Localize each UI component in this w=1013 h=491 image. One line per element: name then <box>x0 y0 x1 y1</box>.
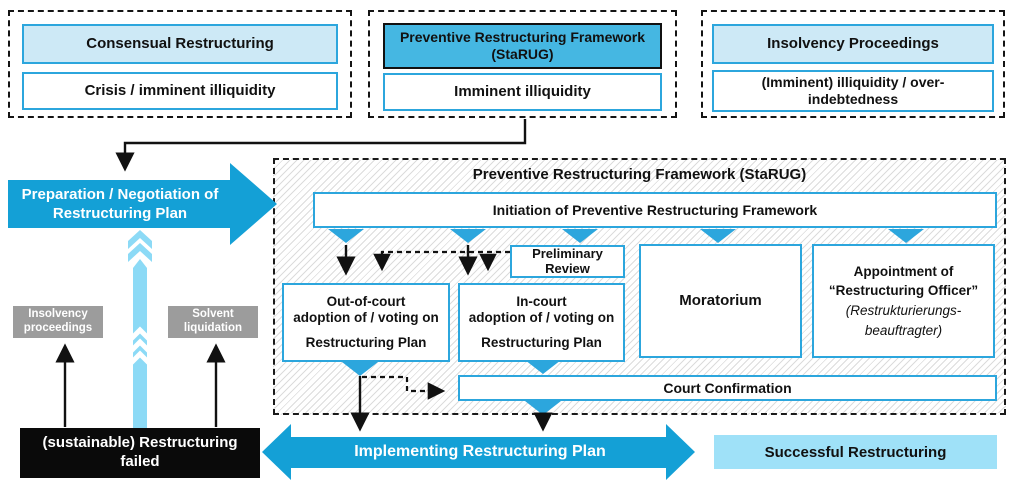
in-court-box: In-court adoption of / voting on Restruc… <box>458 283 625 362</box>
restructuring-failed-box: (sustainable) Restructuring failed <box>20 428 260 478</box>
out-of-court-line3: Restructuring Plan <box>305 335 427 351</box>
appointment-line2: “Restructuring Officer” <box>828 283 979 299</box>
restart-up-band <box>128 230 152 428</box>
phase-title-starug: Preventive Restructuring Framework (StaR… <box>383 23 662 69</box>
successful-restructuring-box: Successful Restructuring <box>714 435 997 469</box>
restructuring-officer-box: Appointment of “Restructuring Officer” (… <box>812 244 995 358</box>
preparation-arrow-label: Preparation / Negotiation of Restructuri… <box>21 186 219 222</box>
appointment-german-name: (Restrukturierungs-beauftragter) <box>845 303 962 338</box>
solvent-liquidation-label: Solvent liquidation <box>183 308 243 334</box>
implementing-arrow-label: Implementing Restructuring Plan <box>354 443 606 460</box>
phase-trigger-starug: Imminent illiquidity <box>383 73 662 111</box>
phase-title-insolvency: Insolvency Proceedings <box>712 24 994 64</box>
out-of-court-box: Out-of-court adoption of / voting on Res… <box>282 283 450 362</box>
in-court-line1: In-court <box>516 293 567 309</box>
phase-box-consensual: Consensual Restructuring Crisis / immine… <box>8 10 352 118</box>
preliminary-review-box: Preliminary Review <box>510 245 625 278</box>
phase-title-consensual: Consensual Restructuring <box>22 24 338 64</box>
restructuring-failed-label: (sustainable) Restructuring failed <box>42 434 238 470</box>
phase-trigger-consensual: Crisis / imminent illiquidity <box>22 72 338 110</box>
insolvency-proceedings-label: Insolvency proceedings <box>23 308 93 334</box>
appointment-line1: Appointment of <box>853 263 954 279</box>
initiation-bar: Initiation of Preventive Restructuring F… <box>313 192 997 228</box>
in-court-line2: adoption of / voting on <box>468 309 615 325</box>
phase-box-insolvency: Insolvency Proceedings (Imminent) illiqu… <box>701 10 1005 118</box>
court-confirmation-bar: Court Confirmation <box>458 375 997 401</box>
preliminary-review-label: Preliminary Review <box>532 245 603 276</box>
phase-trigger-insolvency: (Imminent) illiquidity / over-indebtedne… <box>712 70 994 112</box>
insolvency-proceedings-box: Insolvency proceedings <box>13 306 103 338</box>
starug-framework-title: Preventive Restructuring Framework (StaR… <box>472 166 807 183</box>
out-of-court-line2: adoption of / voting on <box>293 309 439 325</box>
in-court-line3: Restructuring Plan <box>481 335 602 351</box>
phase-trigger-insolvency-text: (Imminent) illiquidity / over-indebtedne… <box>761 74 945 107</box>
moratorium-box: Moratorium <box>639 244 802 358</box>
solvent-liquidation-box: Solvent liquidation <box>168 306 258 338</box>
out-of-court-line1: Out-of-court <box>326 293 406 309</box>
phase-box-starug: Preventive Restructuring Framework (StaR… <box>368 10 677 118</box>
